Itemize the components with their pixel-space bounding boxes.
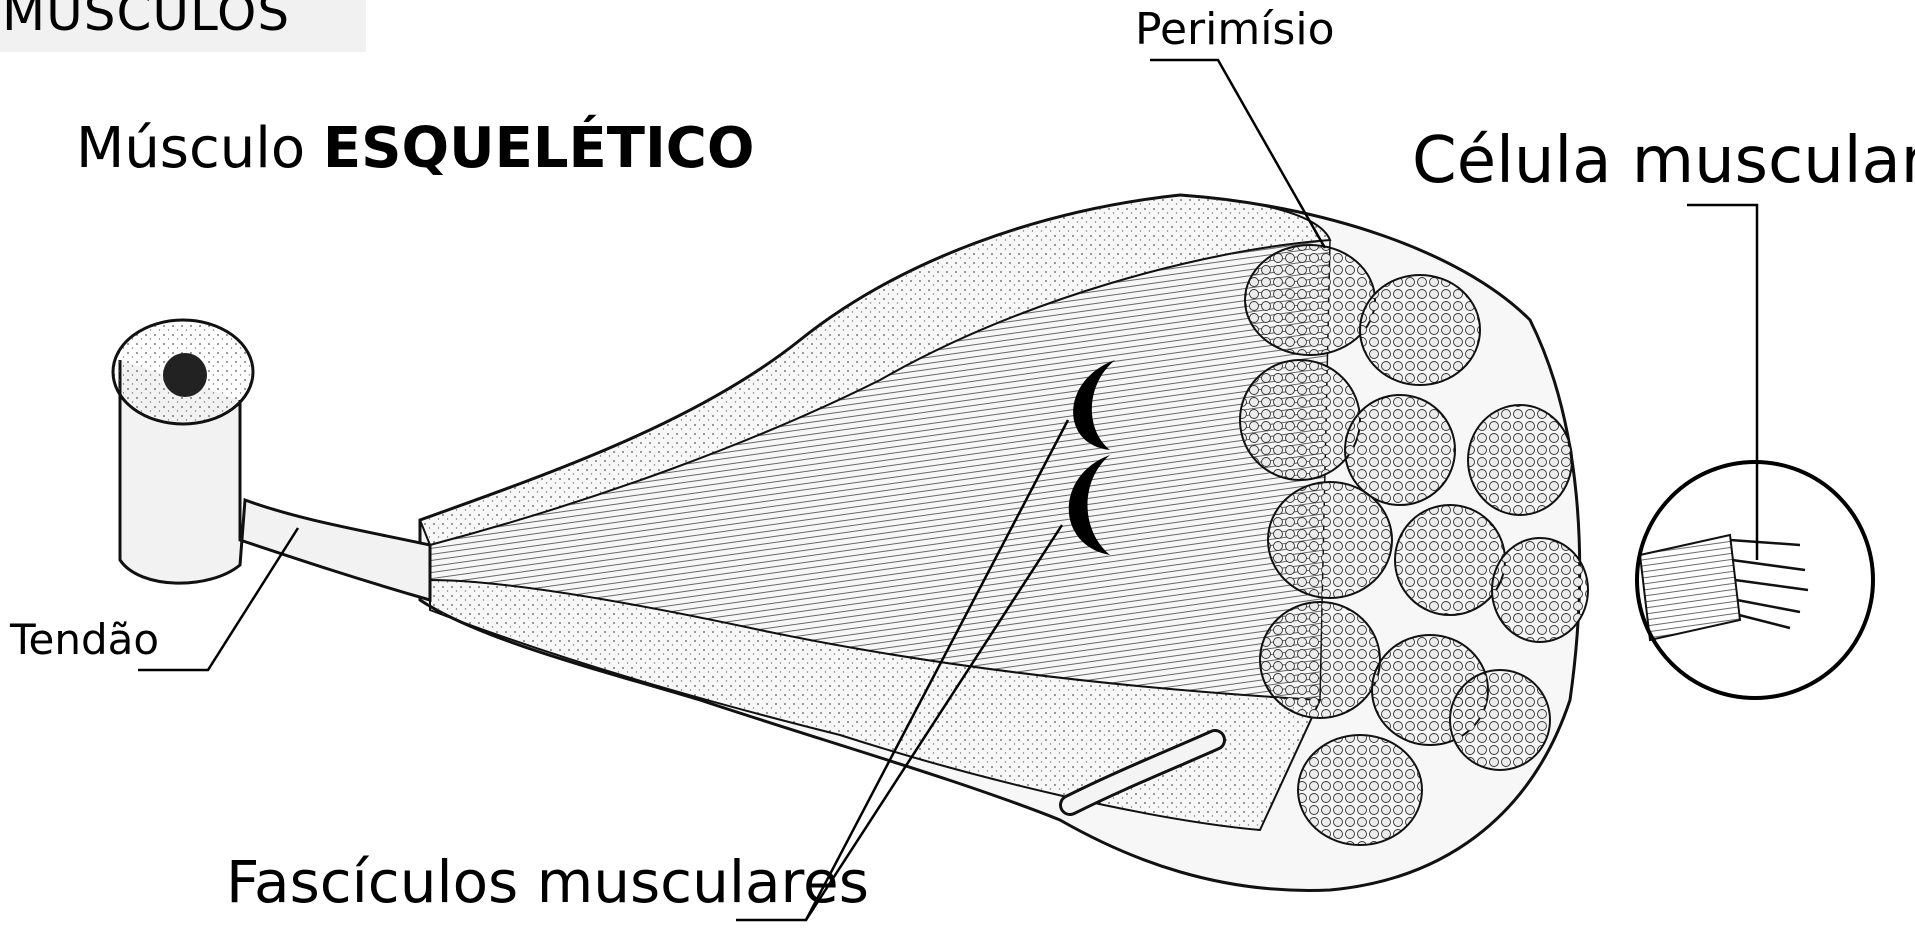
tendon [113,320,430,600]
muscle-cell-strand [1640,535,1808,640]
label-fasciculos-musculares: Fascículos musculares [226,848,869,916]
label-perimisio: Perimísio [1135,4,1335,55]
label-celula-muscular: Célula muscular [1412,124,1915,198]
celula-leader [1687,205,1757,560]
label-tendao: Tendão [10,615,159,664]
